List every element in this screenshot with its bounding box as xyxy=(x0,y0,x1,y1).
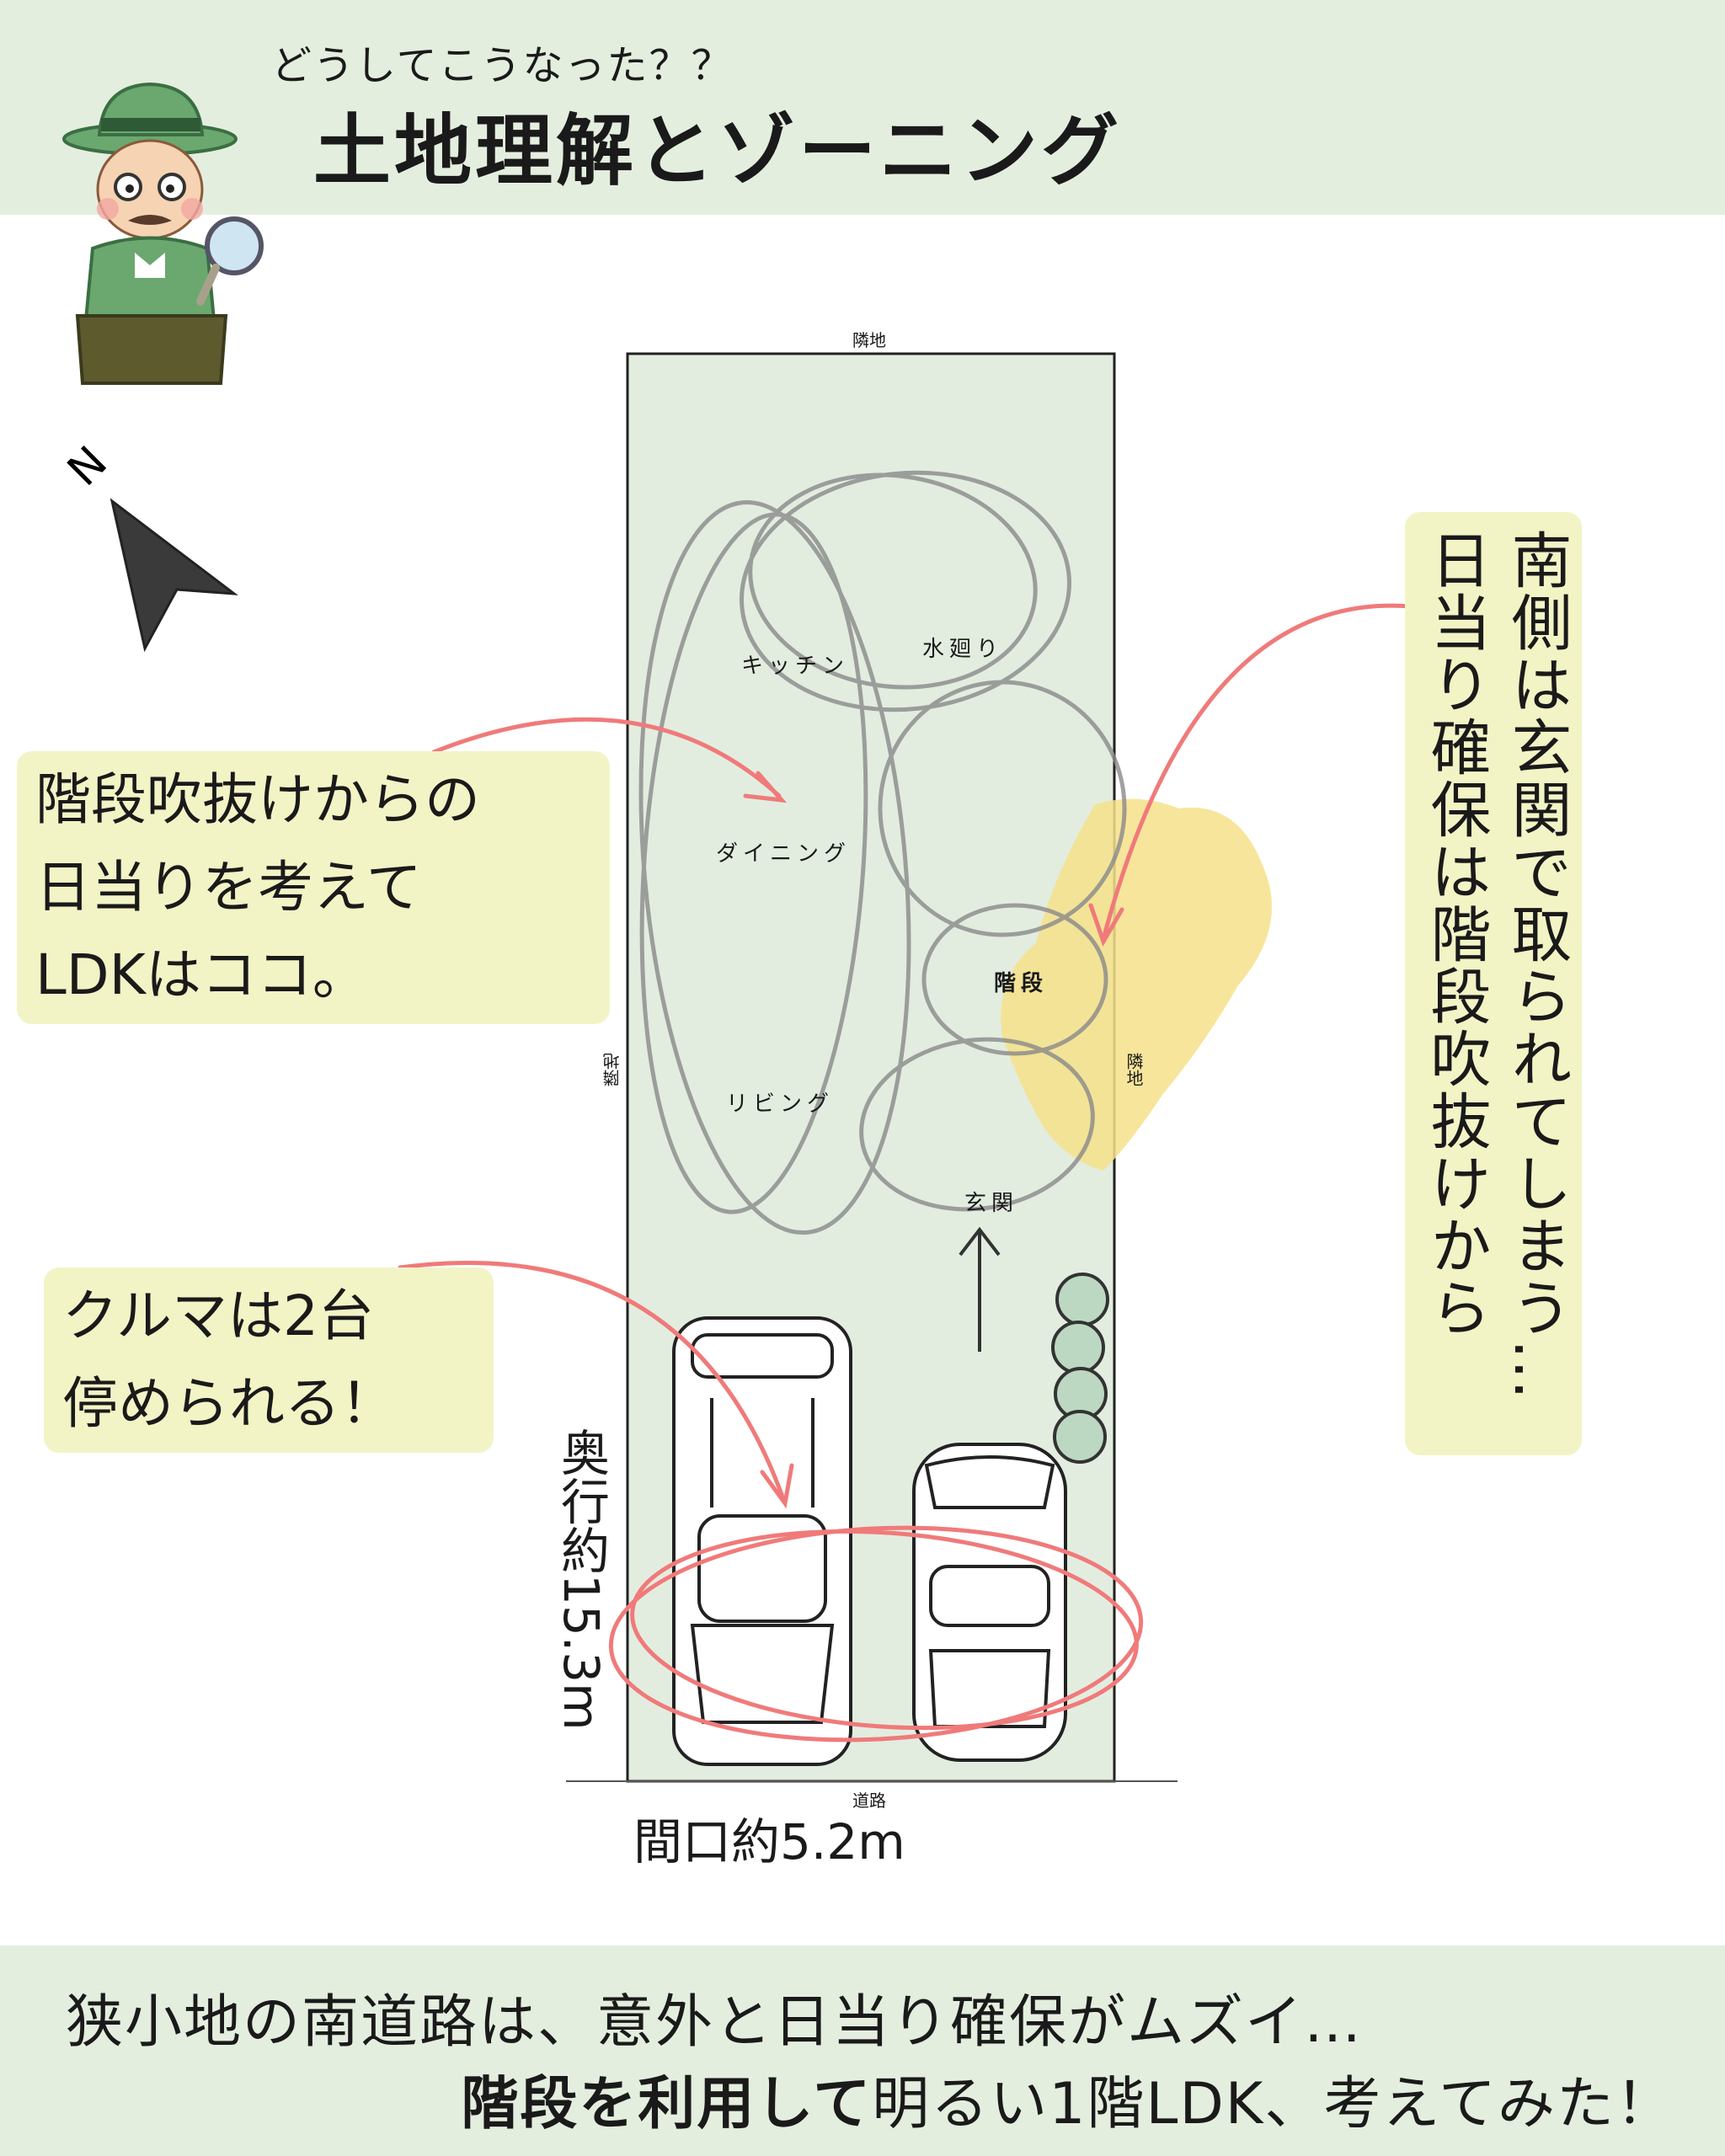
depth-dimension: 奥行約15.3m xyxy=(553,1428,610,1731)
callout-parking-line: 停められる！ xyxy=(62,1371,396,1436)
parking-highlight xyxy=(608,1525,1144,1742)
frontage-dimension: 間口約5.2m xyxy=(633,1813,905,1870)
page-subtitle: どうしてこうなった？？ xyxy=(271,42,734,89)
detective-mascot-icon xyxy=(62,82,264,385)
edge-right-label: 隣地 xyxy=(1124,1053,1144,1086)
callout-parking-line: クルマは2台 xyxy=(62,1283,375,1348)
room-entrance: 玄関 xyxy=(964,1191,1019,1216)
large-car-icon xyxy=(672,1316,852,1766)
room-dining: ダイニング xyxy=(716,841,852,867)
sunlight-patch xyxy=(1001,798,1272,1171)
footer-line-2-rest: 明るい1階LDK、考えてみた！ xyxy=(872,2071,1674,2137)
callout-arrows xyxy=(398,603,1413,1509)
footer-band xyxy=(0,1945,1725,2156)
page-title: 土地理解とゾーニング xyxy=(313,106,1123,196)
entrance-arrow-icon xyxy=(959,1226,1001,1352)
footer-emphasis: 階段を利用して xyxy=(461,2071,873,2137)
edge-bottom-label: 道路 xyxy=(852,1790,886,1811)
edge-top-label: 隣地 xyxy=(852,330,886,350)
callout-ldk-line: 日当りを考えて xyxy=(35,855,422,920)
callout-south-line: 南側は玄関で取られてしまう… xyxy=(1501,529,1572,1401)
callout-parking: クルマは2台 停められる！ xyxy=(44,1267,494,1453)
footer-line-2: 階段を利用して明るい1階LDK、考えてみた！ xyxy=(461,2057,1674,2140)
north-arrow-icon: N xyxy=(58,437,238,653)
footer-line-1: 狭小地の南道路は、意外と日当り確保がムズイ… xyxy=(66,1989,1364,2056)
room-stairs: 階段 xyxy=(994,971,1049,996)
room-water: 水廻り xyxy=(922,637,1004,662)
callout-ldk-line: 階段吹抜けからの xyxy=(35,767,480,832)
room-kitchen: キッチン xyxy=(741,654,850,679)
room-living: リビング xyxy=(726,1091,835,1117)
header-band xyxy=(0,0,1725,215)
zoning-loops xyxy=(638,470,1127,1235)
callout-south-line: 日当り確保は階段吹抜けから xyxy=(1420,529,1491,1339)
edge-left-label: 隣地 xyxy=(602,1053,622,1086)
callout-ldk: 階段吹抜けからの 日当りを考えて LDKはココ。 xyxy=(17,751,610,1024)
shrub-icon xyxy=(1051,1273,1109,1464)
small-car-icon xyxy=(912,1443,1067,1762)
callout-south-side: 南側は玄関で取られてしまう… 日当り確保は階段吹抜けから xyxy=(1405,512,1582,1455)
callout-ldk-line: LDKはココ。 xyxy=(35,942,368,1007)
compass-label: N xyxy=(58,437,117,496)
